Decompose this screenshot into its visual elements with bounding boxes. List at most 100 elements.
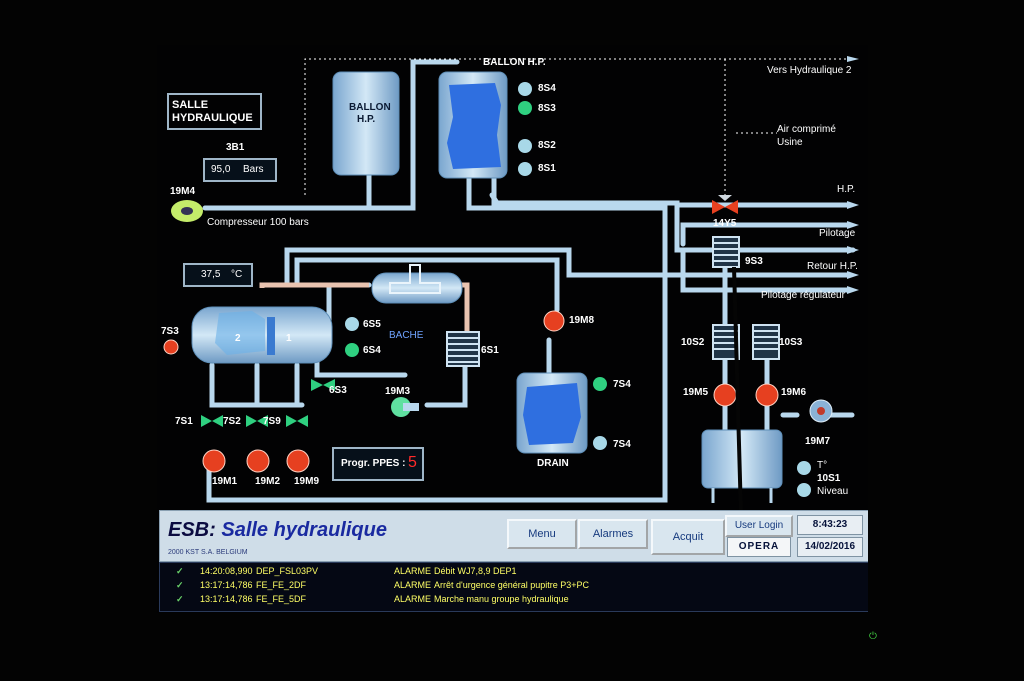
- label-6s4: 6S4: [363, 345, 381, 356]
- label-t-degree: T°: [817, 460, 828, 471]
- room-label-box: [167, 93, 262, 130]
- heat-exchanger: [371, 264, 463, 304]
- label-drain: DRAIN: [537, 458, 569, 469]
- temperature-value: 37,5: [201, 269, 221, 280]
- label-7s4-top: 7S4: [613, 379, 631, 390]
- label-19m4: 19M4: [170, 186, 196, 197]
- alarm-time: 13:17:14,786: [200, 594, 253, 604]
- label-pilotage-regulateur: Pilotage régulateur: [761, 290, 845, 301]
- label-7s2: 7S2: [223, 416, 241, 427]
- status-toolbar: ESB: Salle hydraulique 2000 KST S.A. BEL…: [159, 510, 868, 562]
- label-10s1: 10S1: [817, 473, 841, 484]
- label-air-line2: Usine: [777, 137, 803, 148]
- label-6s1: 6S1: [481, 345, 499, 356]
- label-niveau: Niveau: [817, 486, 849, 497]
- tank-label-line1: BALLON: [349, 102, 391, 113]
- label-pilotage: Pilotage: [819, 228, 856, 239]
- flow-arrows: [847, 56, 859, 294]
- hydraulic-diagram: [163, 56, 859, 510]
- acquit-button[interactable]: Acquit: [651, 519, 725, 555]
- label-7s9: 7S9: [263, 416, 281, 427]
- alarm-message: Marche manu groupe hydraulique: [434, 594, 569, 604]
- label-14y5: 14Y5: [713, 218, 737, 229]
- label-19m9: 19M9: [294, 476, 320, 487]
- label-8s4: 8S4: [538, 83, 556, 94]
- label-9s3: 9S3: [745, 256, 763, 267]
- alarm-tag: FE_FE_5DF: [256, 594, 307, 604]
- power-icon: ⏻: [869, 631, 877, 642]
- alarm-type: ALARME: [394, 594, 432, 604]
- label-19m3: 19M3: [385, 386, 411, 397]
- label-ballon-hp2: BALLON H.P.: [483, 57, 546, 68]
- label-7s1: 7S1: [175, 416, 193, 427]
- page-title-text: Salle hydraulique: [215, 519, 387, 541]
- label-19m2: 19M2: [255, 476, 281, 487]
- sensors-idle: [345, 82, 811, 497]
- alarmes-button[interactable]: Alarmes: [578, 519, 648, 549]
- label-6s5: 6S5: [363, 319, 381, 330]
- page-title: ESB: Salle hydraulique: [168, 519, 387, 542]
- page-title-prefix: ESB:: [168, 519, 216, 541]
- alarm-tag: DEP_FSL03PV: [256, 566, 319, 576]
- checkmark-icon: ✓: [176, 566, 184, 576]
- pressure-value: 95,0: [211, 164, 231, 175]
- user-name-display: OPERA: [727, 537, 791, 557]
- label-3b1: 3B1: [226, 142, 245, 153]
- progr-ppes-value: 5: [408, 454, 417, 471]
- scada-screen: SALLE HYDRAULIQUE 3B1 95,0 Bars 19M4 Com…: [157, 45, 868, 613]
- label-10s2: 10S2: [681, 337, 705, 348]
- alarm-tag: FE_FE_2DF: [256, 580, 307, 590]
- label-19m7: 19M7: [805, 436, 831, 447]
- alarm-message: Arrêt d'urgence général pupitre P3+PC: [434, 580, 590, 590]
- valve-6s3: [311, 379, 335, 391]
- label-6s3: 6S3: [329, 385, 347, 396]
- label-19m5: 19M5: [683, 387, 709, 398]
- compressor-motor: [171, 200, 203, 222]
- label-7s3: 7S3: [161, 326, 179, 337]
- dashed-signal-lines: [304, 58, 847, 195]
- valve-7s9: [286, 415, 308, 427]
- label-hp: H.P.: [837, 184, 856, 195]
- label-19m8: 19M8: [569, 315, 595, 326]
- menu-button[interactable]: Menu: [507, 519, 577, 549]
- label-19m6: 19M6: [781, 387, 807, 398]
- tank-label-line2: H.P.: [357, 114, 376, 125]
- temperature-readout: 37,5 °C: [183, 263, 253, 287]
- label-8s1: 8S1: [538, 163, 556, 174]
- sensors-active: [345, 101, 607, 391]
- label-bache: BACHE: [389, 330, 424, 341]
- valve-7s2: [246, 415, 268, 427]
- user-login-button[interactable]: User Login: [725, 515, 793, 537]
- motors-running: [163, 310, 779, 473]
- label-retour-hp: Retour H.P.: [807, 261, 858, 272]
- alarm-type: ALARME: [394, 580, 432, 590]
- temperature-unit: °C: [231, 269, 243, 280]
- alarm-time: 14:20:08,990: [200, 566, 253, 576]
- cable: [732, 266, 743, 510]
- pressure-readout: 95,0 Bars: [203, 158, 277, 182]
- clock-time: 8:43:23: [797, 515, 863, 535]
- label-7s4-bottom: 7S4: [613, 439, 631, 450]
- progr-ppes-label: Progr. PPES :: [341, 458, 406, 469]
- tank-ballon-hp: [332, 71, 400, 176]
- pressure-unit: Bars: [243, 164, 264, 175]
- tank-bache: [191, 306, 333, 364]
- pump-19m3: [391, 397, 419, 417]
- label-8s3: 8S3: [538, 103, 556, 114]
- checkmark-icon: ✓: [176, 580, 184, 590]
- label-10s3: 10S3: [779, 337, 803, 348]
- label-8s2: 8S2: [538, 140, 556, 151]
- progr-ppes-box: Progr. PPES : 5: [332, 447, 424, 481]
- tank-ballon-hp2: [438, 71, 508, 179]
- clock-date: 14/02/2016: [797, 537, 863, 557]
- label-tank-1: 1: [286, 333, 292, 344]
- alarm-type: ALARME: [394, 566, 432, 576]
- fan-19m7: [809, 399, 833, 423]
- label-19m1: 19M1: [212, 476, 238, 487]
- alarm-message: Débit WJ7,8,9 DEP1: [434, 566, 517, 576]
- room-label-line1: SALLE: [172, 99, 209, 111]
- label-air-line1: Air comprimé: [777, 124, 836, 135]
- tank-drain: [516, 372, 588, 454]
- label-vers-hydraulique: Vers Hydraulique 2: [767, 65, 852, 76]
- valve-7s1: [201, 415, 223, 427]
